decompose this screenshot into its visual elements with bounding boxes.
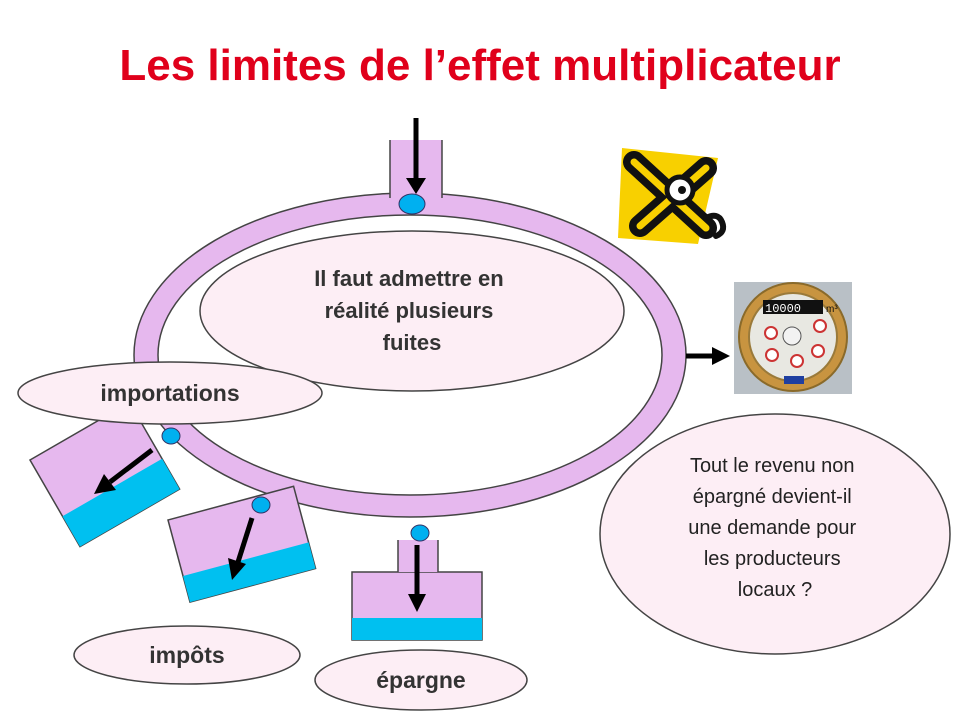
impots-label: impôts <box>149 642 224 668</box>
meter-unit: m³ <box>826 304 838 315</box>
importations-tank <box>28 401 181 548</box>
epargne-valve <box>410 524 430 542</box>
epargne-arrow <box>408 545 426 612</box>
importations-label: importations <box>100 380 239 406</box>
epargne-label-bubble <box>314 649 528 711</box>
center-bubble <box>199 230 625 392</box>
page-title: Les limites de l’effet multiplicateur <box>119 41 841 90</box>
meter-arrow <box>686 347 730 365</box>
question-bubble-text: Tout le revenu non épargné devient-il un… <box>688 455 861 601</box>
impots-arrow <box>228 517 255 580</box>
center-bubble-text: Il faut admettre en réalité plusieurs fu… <box>314 266 510 355</box>
epargne-label: épargne <box>376 667 465 693</box>
impots-label-bubble <box>73 625 301 685</box>
meter-reading: 10000 <box>765 302 801 316</box>
water-meter-icon: 10000 m³ <box>734 282 852 394</box>
leak-warning-icon <box>618 148 727 244</box>
inlet-arrow <box>406 118 426 194</box>
impots-valve <box>251 496 271 514</box>
inlet-valve <box>398 193 426 215</box>
importations-arrow <box>94 448 154 494</box>
question-bubble <box>599 413 951 655</box>
importations-label-bubble <box>17 361 323 425</box>
importations-valve <box>161 427 181 445</box>
